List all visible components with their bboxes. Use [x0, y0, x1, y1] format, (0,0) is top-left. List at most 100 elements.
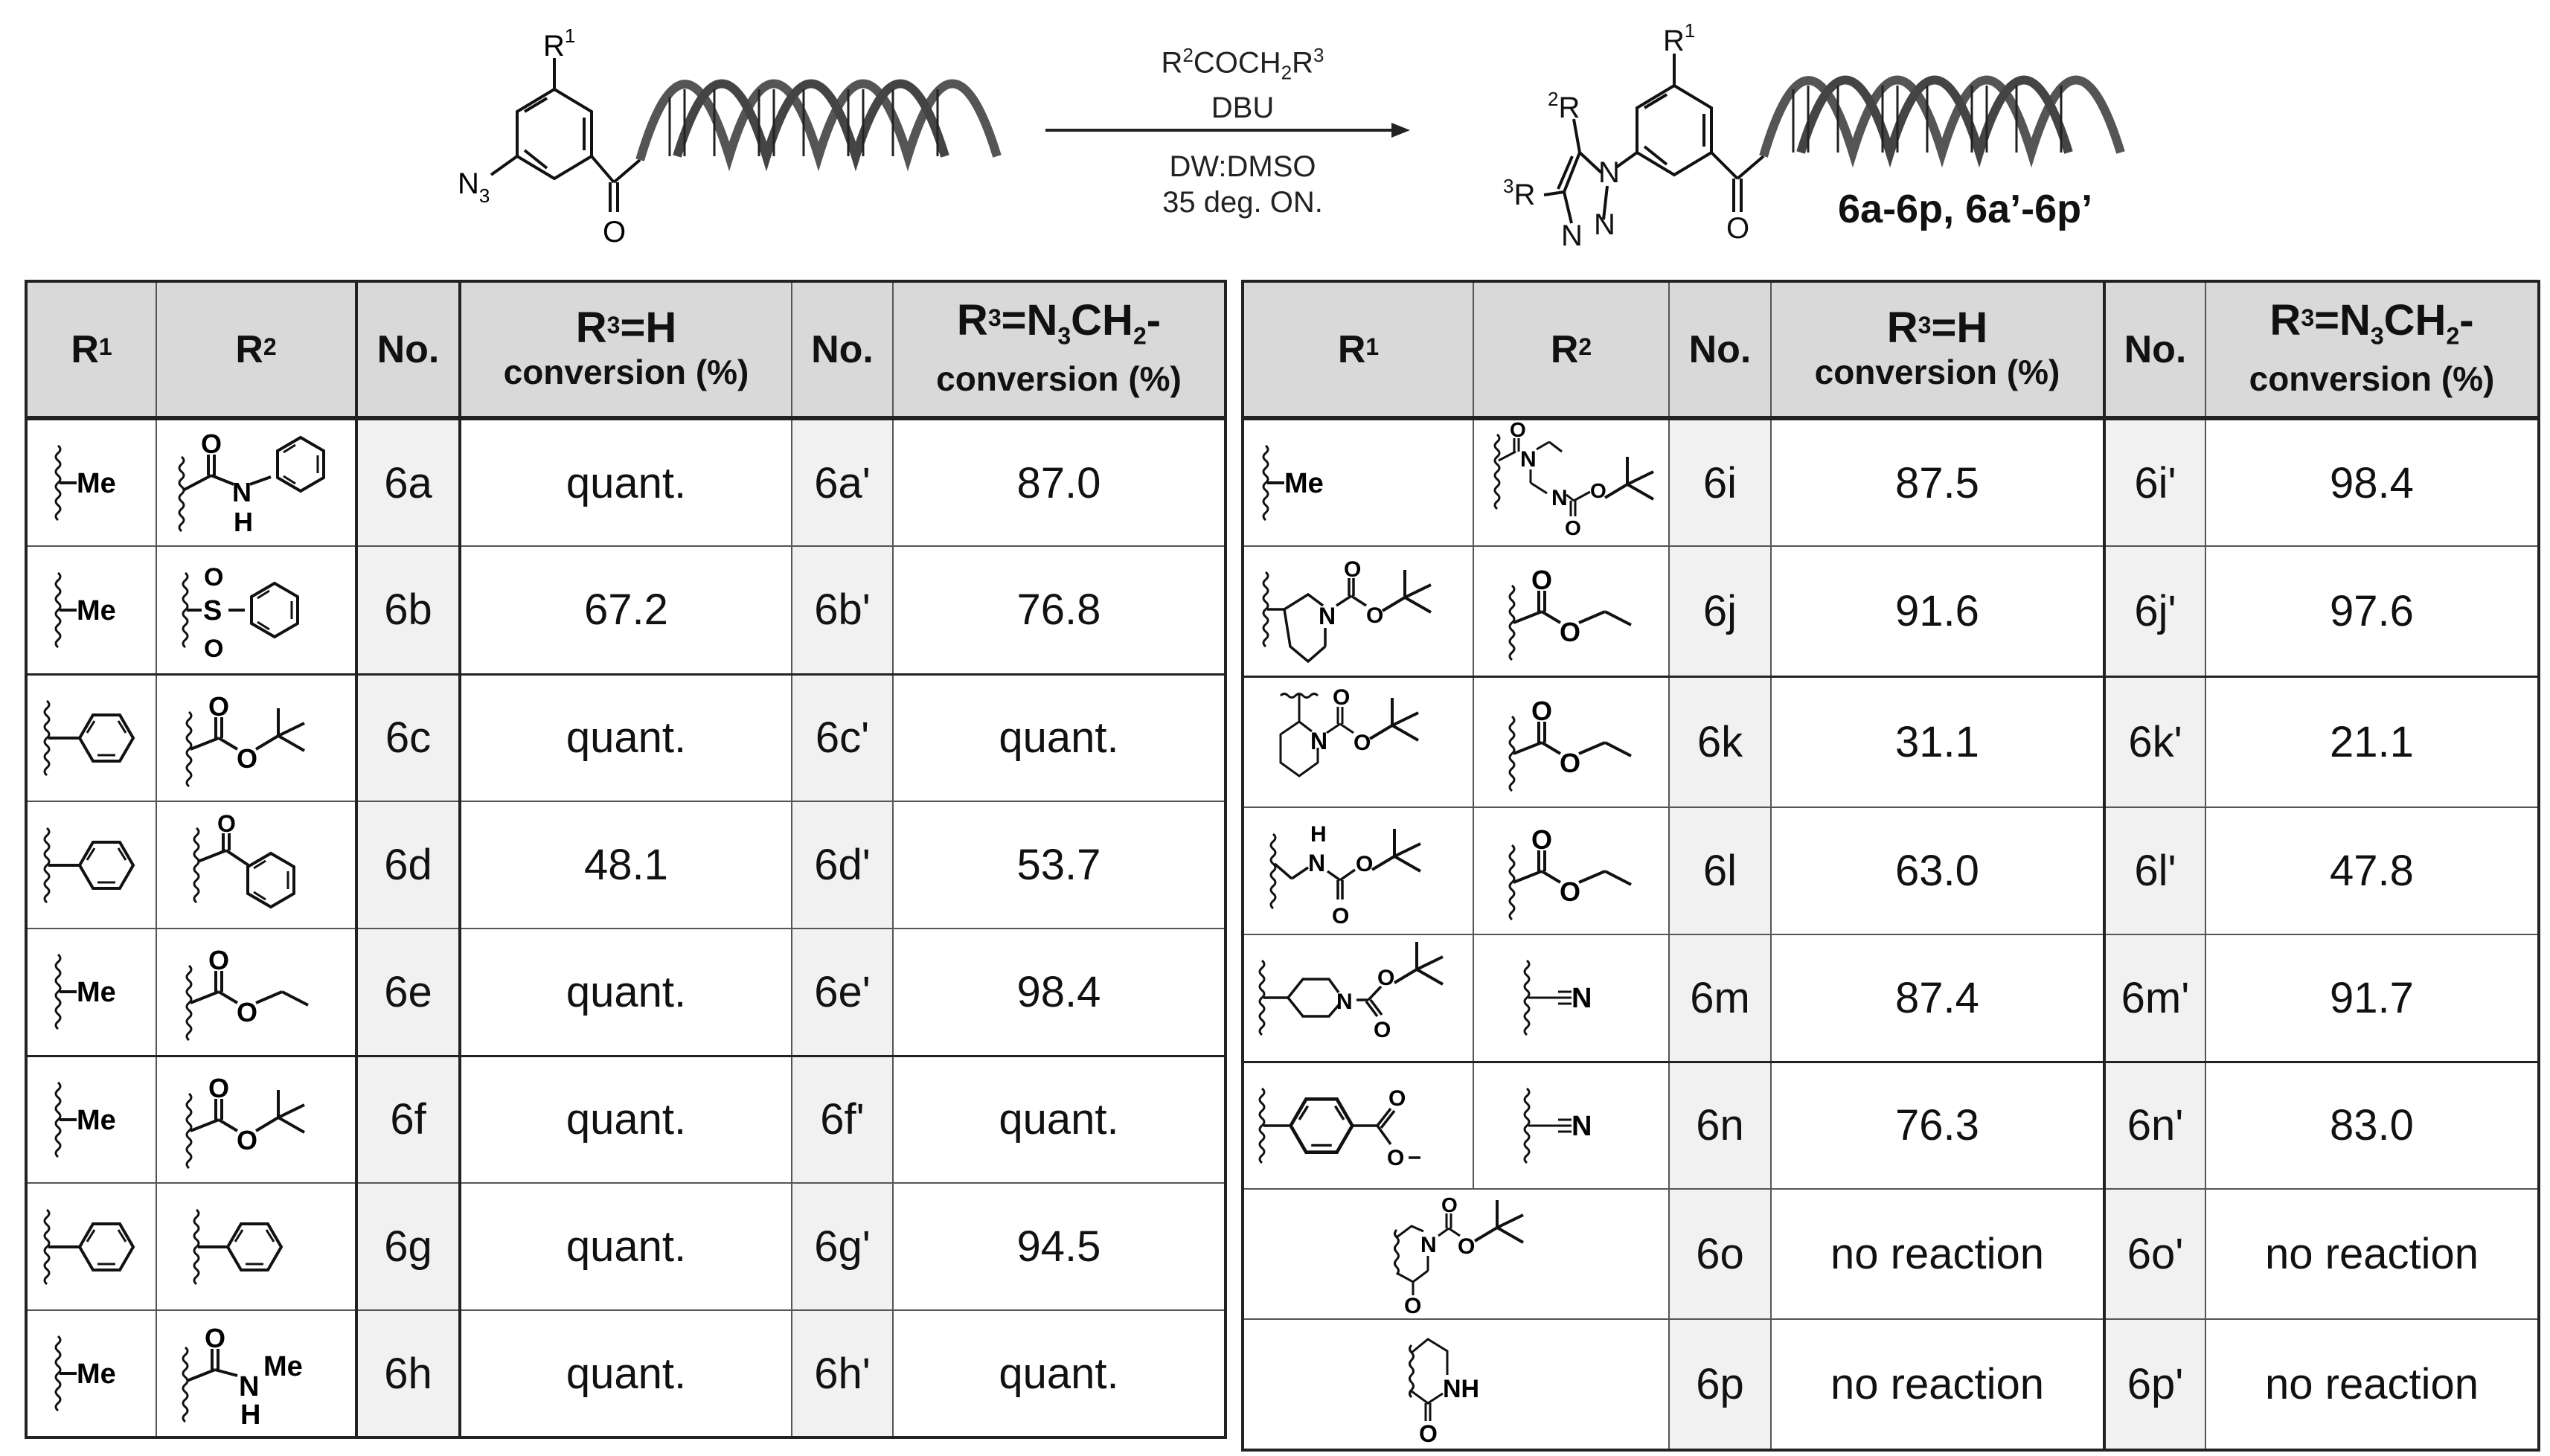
- svg-text:O: O: [1590, 479, 1606, 502]
- h-conversion: 87.5: [1770, 417, 2106, 547]
- svg-text:O: O: [1458, 1234, 1475, 1259]
- svg-text:N: N: [1572, 1111, 1592, 1142]
- azide-conversion: 94.5: [892, 1182, 1226, 1311]
- svg-text:O: O: [1531, 824, 1552, 855]
- compound-no: 6a: [356, 417, 461, 547]
- r1-methyl-structure: Me: [25, 545, 157, 676]
- compound-no-prime: 6b': [791, 545, 894, 676]
- svg-text:H: H: [1310, 822, 1327, 847]
- product-dna-helix-icon: [1759, 75, 2125, 168]
- svg-text:O: O: [205, 1323, 225, 1353]
- svg-text:O: O: [1531, 696, 1552, 726]
- svg-text:O: O: [1377, 966, 1394, 990]
- header-no-2: No.: [2104, 280, 2206, 420]
- reagent-formula: R2COCH2R3: [1161, 44, 1324, 84]
- compound-no: 6e: [356, 928, 461, 1057]
- compound-no: 6f: [356, 1055, 461, 1184]
- svg-text:O: O: [1344, 557, 1361, 582]
- product-structure: R1 2R 3R N N N O: [1503, 19, 2125, 252]
- svg-text:N: N: [1336, 990, 1353, 1014]
- r1-phenyl-structure: [25, 801, 157, 929]
- header-azide-conversion: R3=N3CH2-conversion (%): [2205, 280, 2540, 420]
- temperature-label: 35 deg. ON.: [1162, 186, 1323, 219]
- compound-no: 6n: [1668, 1061, 1772, 1190]
- compound-no: 6o: [1668, 1188, 1772, 1320]
- svg-text:N: N: [1308, 850, 1325, 876]
- table-row: 6g quant. 6g' 94.5: [25, 1182, 1226, 1311]
- r2-nitrile-structure: N: [1473, 934, 1670, 1063]
- compound-no-prime: 6f': [791, 1055, 894, 1184]
- h-conversion: no reaction: [1770, 1318, 2106, 1451]
- svg-text:S: S: [203, 595, 222, 626]
- r2-benzoyl-structure: O: [156, 801, 358, 929]
- svg-text:O: O: [237, 997, 257, 1027]
- compound-no: 6b: [356, 545, 461, 676]
- compound-no: 6p: [1668, 1318, 1772, 1451]
- r1-label: R1: [543, 25, 575, 62]
- compound-no-prime: 6d': [791, 801, 894, 929]
- table-row: O 6d 48.1 6d' 53.7: [25, 801, 1226, 929]
- svg-text:Me: Me: [1284, 468, 1324, 499]
- svg-text:O: O: [1354, 731, 1371, 755]
- r1-phenyl-structure: [25, 673, 157, 802]
- product-r2-label: 2R: [1548, 88, 1580, 124]
- azide-conversion: quant.: [892, 673, 1226, 802]
- svg-text:O: O: [1332, 904, 1349, 929]
- svg-text:O: O: [217, 810, 236, 837]
- svg-text:N: N: [1420, 1233, 1437, 1257]
- compound-no-prime: 6c': [791, 673, 894, 802]
- azide-conversion: 76.8: [892, 545, 1226, 676]
- r1-phenyl-structure: [25, 1182, 157, 1311]
- svg-text:O: O: [208, 691, 229, 722]
- svg-text:Me: Me: [77, 1105, 116, 1136]
- h-conversion: quant.: [459, 1055, 792, 1184]
- svg-text:N: N: [1310, 728, 1327, 754]
- svg-text:O: O: [237, 1125, 257, 1155]
- header-r1: R1: [25, 280, 157, 420]
- compound-range-label: 6a-6p, 6a’-6p’: [1838, 187, 2093, 231]
- compound-no: 6k: [1668, 676, 1772, 808]
- compound-no-prime: 6p': [2104, 1318, 2206, 1451]
- compound-no-prime: 6e': [791, 928, 894, 1057]
- header-r2: R2: [156, 280, 358, 420]
- h-conversion: 63.0: [1770, 806, 2106, 935]
- header-r1: R1: [1242, 280, 1474, 420]
- reactant-structure: R1 N3 O: [458, 25, 1002, 248]
- azide-conversion: 91.7: [2205, 934, 2540, 1063]
- r1-methyl-structure: Me: [25, 928, 157, 1057]
- svg-text:O: O: [208, 1073, 229, 1103]
- azide-conversion: 21.1: [2205, 676, 2540, 808]
- svg-text:O: O: [1404, 1294, 1421, 1318]
- svg-text:O: O: [1441, 1193, 1458, 1216]
- svg-text:Me: Me: [77, 468, 116, 499]
- r1-methyl-structure: Me: [25, 1309, 157, 1438]
- reaction-conditions: DW:DMSO 35 deg. ON.: [1101, 149, 1384, 220]
- azide-conversion: 97.6: [2205, 545, 2540, 678]
- compound-no-prime: 6j': [2104, 545, 2206, 678]
- svg-text:H: H: [240, 1399, 260, 1431]
- svg-text:O: O: [1560, 617, 1580, 647]
- dna-helix-icon: [635, 79, 1002, 172]
- compound-no-prime: 6n': [2104, 1061, 2206, 1190]
- azide-conversion: no reaction: [2205, 1188, 2540, 1320]
- r1-methyl-structure: Me: [25, 1055, 157, 1184]
- compound-no: 6m: [1668, 934, 1772, 1063]
- header-no-2: No.: [791, 280, 894, 420]
- svg-text:N: N: [1319, 603, 1336, 629]
- compound-no-prime: 6i': [2104, 417, 2206, 547]
- h-conversion: quant.: [459, 928, 792, 1057]
- h-conversion: 91.6: [1770, 545, 2106, 678]
